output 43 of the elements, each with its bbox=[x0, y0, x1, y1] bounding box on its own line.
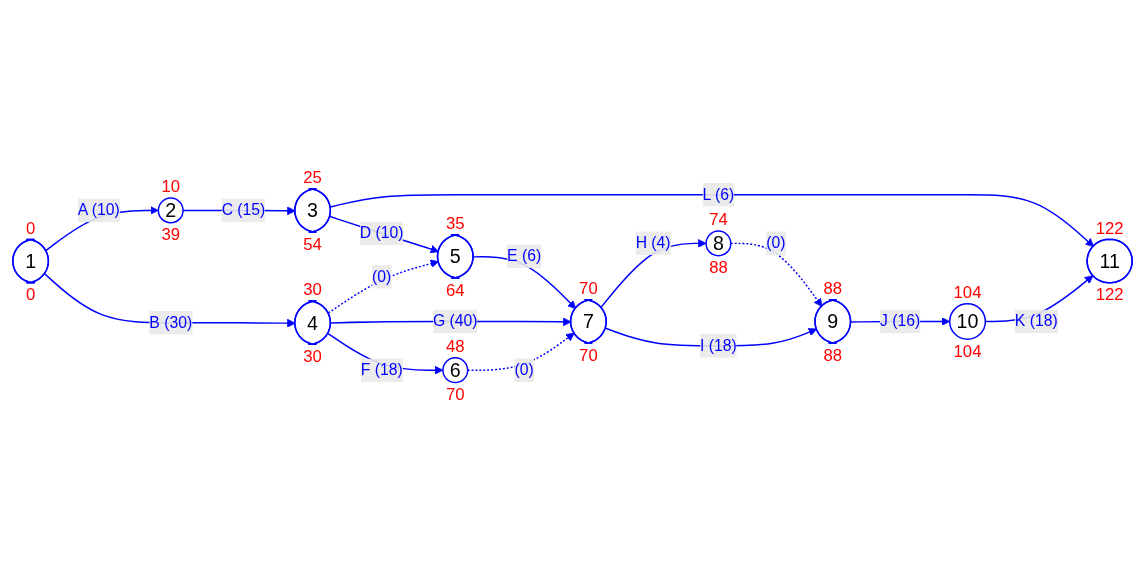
node-time-label: 30 bbox=[303, 280, 322, 300]
node-time-label: 54 bbox=[303, 234, 322, 254]
node-time-label: 70 bbox=[579, 345, 598, 365]
edge-label: A (10) bbox=[77, 201, 120, 219]
node-time-label: 0 bbox=[25, 285, 36, 305]
node-time-label: 104 bbox=[953, 341, 982, 361]
node-time-label: 74 bbox=[709, 210, 728, 230]
edge-label: (0) bbox=[766, 234, 786, 252]
node-time-label: 70 bbox=[579, 278, 598, 298]
edge-label: I (18) bbox=[700, 336, 737, 354]
node-time-label: 88 bbox=[823, 345, 843, 365]
node-circle: 10 bbox=[948, 302, 987, 340]
edge-label: E (6) bbox=[507, 247, 542, 265]
edge-label: D (10) bbox=[359, 224, 404, 242]
node-time-label: 104 bbox=[953, 282, 982, 302]
node-time-label: 70 bbox=[446, 385, 465, 405]
arrow bbox=[329, 193, 1094, 247]
edge-label: H (4) bbox=[635, 234, 671, 252]
edge-label: F (18) bbox=[360, 361, 403, 378]
node-time-label: 35 bbox=[446, 213, 465, 233]
arrow bbox=[327, 259, 439, 314]
edge-label: B (30) bbox=[149, 313, 193, 331]
node-time-label: 122 bbox=[1095, 218, 1124, 238]
edge-label: J (16) bbox=[880, 312, 921, 330]
edge-label: G (40) bbox=[433, 312, 478, 330]
edge-label: K (18) bbox=[1014, 312, 1058, 330]
node-time-label: 30 bbox=[303, 347, 322, 366]
node-time-label: 39 bbox=[161, 225, 181, 245]
edge-label: (0) bbox=[514, 361, 534, 378]
node-time-label: 48 bbox=[446, 336, 465, 356]
edge-label: (0) bbox=[372, 267, 392, 285]
node-circle: 8 bbox=[705, 230, 732, 257]
node-time-label: 64 bbox=[446, 280, 465, 300]
edge-label: L (6) bbox=[702, 185, 735, 203]
node-time-label: 10 bbox=[161, 177, 181, 197]
node-time-label: 88 bbox=[823, 278, 843, 298]
node-time-label: 25 bbox=[303, 167, 322, 187]
node-time-label: 0 bbox=[25, 218, 36, 238]
edge-label: C (15) bbox=[221, 201, 266, 219]
node-circle: 6 bbox=[442, 357, 469, 384]
node-time-label: 122 bbox=[1095, 285, 1124, 305]
node-time-label: 88 bbox=[709, 258, 728, 278]
node-circle: 2 bbox=[157, 197, 184, 224]
